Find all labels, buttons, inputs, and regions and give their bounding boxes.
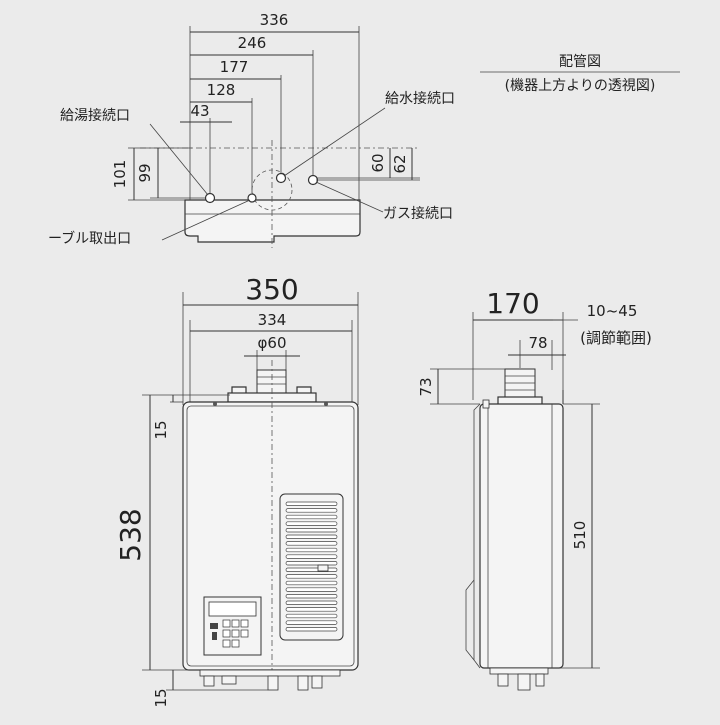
dim-177: 177	[220, 58, 249, 76]
dim-15-bottom: 15	[152, 688, 170, 707]
caption-title: 配管図	[559, 54, 601, 70]
flue-pipe	[256, 369, 287, 396]
dim-128: 128	[207, 81, 236, 99]
dim-99: 99	[136, 163, 154, 182]
dim-246: 246	[238, 34, 267, 52]
dim-15-top: 15	[152, 420, 170, 439]
grille-slot	[285, 554, 338, 559]
label-hot-water: 給湯接続口	[60, 107, 130, 124]
cold-water-port	[275, 172, 287, 184]
label-cold-water: 給水接続口	[385, 90, 455, 107]
side-body	[479, 403, 564, 669]
dim-60-top: 60	[369, 153, 387, 172]
dim-170: 170	[486, 287, 539, 320]
side-flue-pipe	[504, 368, 536, 400]
grille-slot	[285, 561, 338, 566]
dim-336: 336	[260, 11, 289, 29]
grille-slot	[285, 541, 338, 546]
dim-phi60: φ60	[258, 334, 287, 352]
grille-slot	[285, 508, 338, 513]
grille-slot	[285, 580, 338, 586]
top-view-body	[184, 199, 361, 243]
label-cable: ーブル取出口	[48, 230, 131, 247]
dim-43: 43	[190, 102, 209, 120]
grille-latch	[317, 564, 329, 572]
grille-slot	[285, 574, 338, 579]
dim-350: 350	[245, 273, 298, 306]
flue-circle-hidden	[251, 169, 293, 211]
grille-slot	[285, 600, 338, 605]
grille-slot	[285, 613, 338, 619]
grille-slot	[285, 528, 338, 533]
grille-slot	[285, 627, 338, 632]
dim-62: 62	[391, 154, 409, 173]
dim-range: 10~45	[587, 302, 638, 320]
caption-subtitle: (機器上方よりの透視図)	[505, 78, 656, 94]
panel-display	[208, 601, 257, 617]
dim-538: 538	[114, 508, 147, 561]
side-view: 170 10~45 (調節範囲) 78 73	[417, 287, 652, 691]
dim-73: 73	[417, 377, 435, 396]
grille-slot	[285, 534, 338, 539]
hot-water-port	[204, 192, 216, 204]
front-view: 350 334 φ60	[114, 273, 359, 708]
grille-slot	[285, 620, 338, 625]
grille-slot	[285, 547, 338, 553]
dim-334: 334	[258, 311, 287, 329]
dim-101: 101	[111, 160, 129, 189]
label-gas: ガス接続口	[383, 205, 453, 222]
grille-slot	[285, 594, 338, 599]
dim-510: 510	[571, 521, 589, 550]
grille-slot	[285, 514, 338, 520]
grille-slot	[285, 607, 338, 612]
grille-slot	[285, 501, 338, 506]
grille-slot	[285, 521, 338, 526]
grille-slot	[285, 587, 338, 592]
dim-range-note: (調節範囲)	[580, 329, 652, 347]
grille-slot	[285, 567, 338, 572]
dim-78: 78	[528, 334, 547, 352]
top-view: 336 246 177 128 43 101 99 60 62 給湯接続口 給水…	[48, 11, 680, 248]
